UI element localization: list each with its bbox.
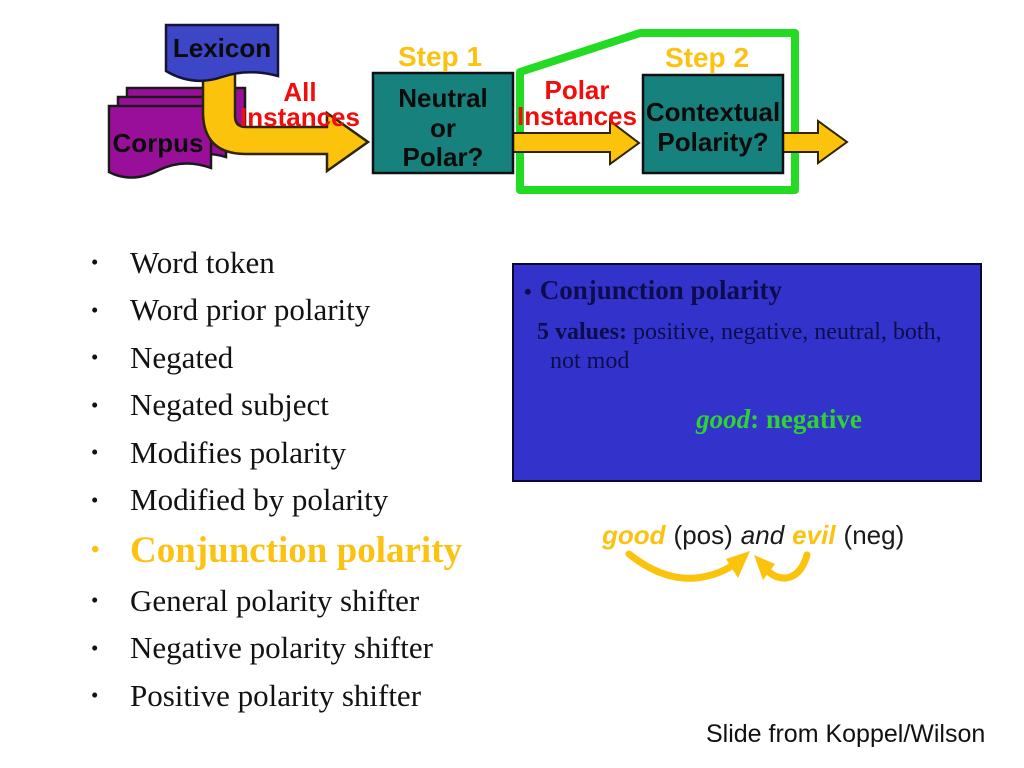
panel-title: • Conjunction polarity xyxy=(524,275,980,306)
list-item: • Word token xyxy=(88,239,518,287)
bullet-icon: • xyxy=(91,487,99,512)
list-item-label: Negated xyxy=(130,339,234,375)
list-item: • Modified by polarity xyxy=(88,477,518,525)
list-item: • Word prior polarity xyxy=(88,287,518,335)
list-item-label: Negated subject xyxy=(130,387,329,423)
all-instances-label-line1: All xyxy=(283,77,316,107)
example-word-good: good xyxy=(602,520,666,550)
step2-box xyxy=(641,73,785,175)
list-item-label: Word token xyxy=(130,244,275,280)
list-item: • Negated subject xyxy=(88,382,518,430)
all-instances-label-line2: Instances xyxy=(240,102,360,132)
list-item-label: Conjunction polarity xyxy=(130,530,463,571)
example-value: : negative xyxy=(750,404,862,434)
flow-diagram: Lexicon Corpus All Instances Step 1 Neut… xyxy=(107,23,849,194)
curved-arrow-left xyxy=(625,550,742,582)
step2-box-line2: Polarity? xyxy=(657,127,768,157)
list-item: • Positive polarity shifter xyxy=(88,672,518,720)
example-word: good xyxy=(696,404,751,434)
output-arrow xyxy=(782,119,849,165)
list-item: • Negative polarity shifter xyxy=(88,625,518,673)
bullet-icon: • xyxy=(91,345,99,370)
example-word-evil: evil xyxy=(792,520,836,550)
list-item-label: Positive polarity shifter xyxy=(130,677,422,713)
panel-example: good: negative xyxy=(514,404,980,435)
bullet-icon: • xyxy=(91,392,99,417)
panel-values-line: 5 values: positive, negative, neutral, b… xyxy=(537,319,980,346)
step2-outline xyxy=(516,29,799,194)
values-text: positive, negative, neutral, both, xyxy=(627,319,942,345)
curved-arrow-left-head xyxy=(726,551,750,578)
bullet-icon: • xyxy=(524,279,532,304)
values-label: 5 values: xyxy=(537,319,627,345)
conjunction-polarity-panel: • Conjunction polarity 5 values: positive… xyxy=(512,263,982,482)
example-tag-neg: (neg) xyxy=(843,520,905,550)
step1-box-line2: or xyxy=(430,113,456,143)
step1-label: Step 1 xyxy=(398,41,482,72)
feature-list: • Word token • Word prior polarity • Neg… xyxy=(88,239,518,720)
panel-title-label: Conjunction polarity xyxy=(539,275,782,305)
curved-arrow-right-head xyxy=(754,555,775,580)
step1-box-line1: Neutral xyxy=(398,83,488,113)
corpus-label: Corpus xyxy=(113,128,204,158)
bullet-icon: • xyxy=(91,537,100,563)
list-item: • General polarity shifter xyxy=(88,577,518,625)
polar-instances-label-line2: Instances xyxy=(517,101,637,131)
example-conjunction: and xyxy=(740,520,785,550)
list-item-highlighted: • Conjunction polarity xyxy=(88,524,518,577)
panel-values-line2: not mod xyxy=(550,348,630,374)
step2-box-line1: Contextual xyxy=(646,97,780,127)
bullet-icon: • xyxy=(91,250,99,275)
list-item: • Negated xyxy=(88,334,518,382)
lexicon-label: Lexicon xyxy=(173,33,271,63)
attribution-text: Slide from Koppel/Wilson xyxy=(706,720,986,748)
example-tag-pos: (pos) xyxy=(673,520,733,550)
conjunction-arrows xyxy=(625,550,811,582)
lexicon-box xyxy=(164,23,280,83)
bullet-icon: • xyxy=(91,588,99,613)
all-instances-arrow xyxy=(201,60,371,174)
step1-box xyxy=(371,71,515,175)
list-item-label: Negative polarity shifter xyxy=(130,630,434,666)
list-item-label: Word prior polarity xyxy=(130,292,371,328)
list-item-label: General polarity shifter xyxy=(130,582,420,618)
list-item-label: Modifies polarity xyxy=(130,434,347,470)
bullet-icon: • xyxy=(91,635,99,660)
bullet-icon: • xyxy=(91,683,99,708)
polar-instances-arrow xyxy=(512,118,641,166)
step1-box-line3: Polar? xyxy=(403,142,484,172)
step2-label: Step 2 xyxy=(665,42,749,73)
list-item-label: Modified by polarity xyxy=(130,482,389,518)
bullet-icon: • xyxy=(91,440,99,465)
list-item: • Modifies polarity xyxy=(88,429,518,477)
bullet-icon: • xyxy=(91,297,99,322)
polar-instances-label-line1: Polar xyxy=(544,75,609,105)
